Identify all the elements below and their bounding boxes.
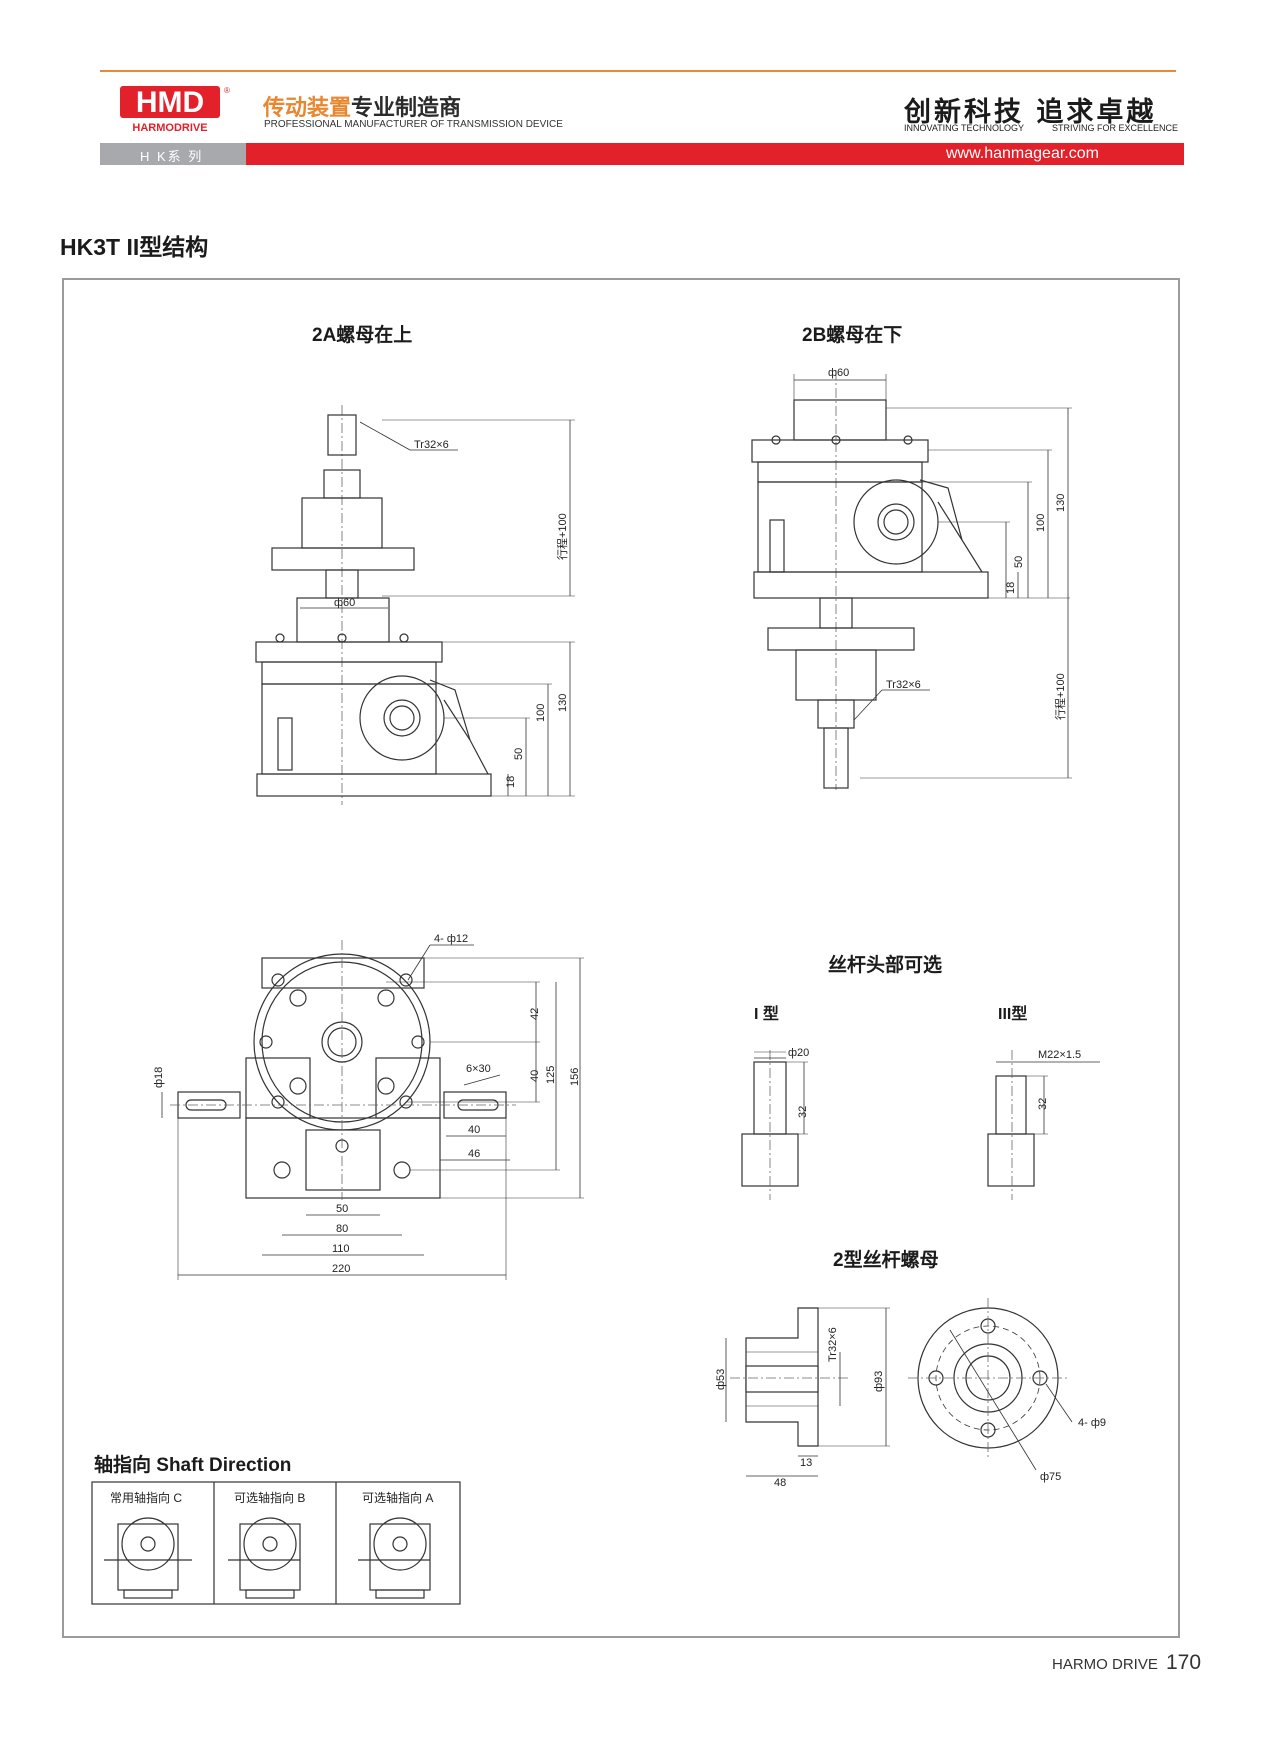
shaft-cell-a-label: 可选轴指向 A <box>362 1490 433 1505</box>
dim-plan-156: 156 <box>569 1068 581 1086</box>
shaft-cell-c-label: 常用轴指向 C <box>110 1490 182 1505</box>
tagline-cn: 传动装置专业制造商 <box>263 90 461 122</box>
type-1-title: I 型 <box>754 1006 779 1023</box>
dim-2a-18: 18 <box>505 776 517 788</box>
nut-side-drawing <box>725 1307 890 1477</box>
dim-2b-50: 50 <box>1013 556 1025 568</box>
dim-plan-125: 125 <box>545 1066 557 1084</box>
shaft-a-icon <box>358 1517 431 1599</box>
website-bar <box>246 143 1184 165</box>
dim-t3-thread: M22×1.5 <box>1038 1049 1081 1061</box>
section-title: HK3T II型结构 <box>60 234 209 260</box>
screw-head-title: 丝杆头部可选 <box>828 955 943 976</box>
dim-plan-220: 220 <box>332 1263 350 1275</box>
shaft-b-icon <box>228 1517 301 1599</box>
view-2b-drawing <box>751 370 1072 790</box>
slogan-cn: 创新科技 追求卓越 <box>904 97 1157 128</box>
dim-2b-dia: ф60 <box>828 367 849 379</box>
harmodrive-logo: HMD ® HARMODRIVE <box>120 86 230 134</box>
dim-plan-40v: 40 <box>529 1070 541 1082</box>
dim-2a-50: 50 <box>513 748 525 760</box>
dim-t3-len: 32 <box>1037 1098 1049 1110</box>
drawing-frame <box>62 278 1180 1638</box>
footer-brand: HARMO DRIVE <box>1052 1656 1158 1673</box>
tagline-en: PROFESSIONAL MANUFACTURER OF TRANSMISSIO… <box>264 119 563 130</box>
dim-t1-len: 32 <box>797 1106 809 1118</box>
dim-2b-130: 130 <box>1055 494 1067 512</box>
dim-plan-50: 50 <box>336 1203 348 1215</box>
dim-plan-80: 80 <box>336 1223 348 1235</box>
shaft-direction-table <box>91 1481 461 1605</box>
dim-2b-stroke: 行程+100 <box>1054 673 1067 720</box>
screw-head-type3-drawing <box>987 1050 1100 1200</box>
dim-nut-holes: 4- ф9 <box>1078 1417 1106 1429</box>
nut-front-drawing <box>908 1298 1073 1471</box>
series-label: H K系 列 <box>140 149 204 164</box>
dim-2b-100: 100 <box>1035 514 1047 532</box>
dim-2b-thread: Tr32×6 <box>886 679 921 691</box>
header-rule <box>100 70 1176 72</box>
dim-plan-46: 46 <box>468 1148 480 1160</box>
screw-head-type1-drawing <box>741 1050 808 1200</box>
dim-nut-d93: ф93 <box>873 1371 885 1392</box>
dim-nut-pcd: ф75 <box>1040 1471 1061 1483</box>
dim-2a-stroke: 行程+100 <box>556 513 569 560</box>
page-number: 170 <box>1166 1651 1202 1674</box>
svg-text:HMD: HMD <box>136 86 204 119</box>
dim-plan-110: 110 <box>332 1243 350 1255</box>
tagline-cn-orange: 传动装置 <box>263 95 352 120</box>
slogan-en-left: INNOVATING TECHNOLOGY <box>904 123 1025 133</box>
dim-t1-dia: ф20 <box>788 1047 809 1059</box>
tagline-cn-dark: 专业制造商 <box>351 95 462 120</box>
dim-2a-dia: ф60 <box>334 597 355 609</box>
dim-nut-d53: ф53 <box>715 1369 727 1390</box>
dim-plan-shaft-dia: ф18 <box>153 1067 165 1088</box>
svg-text:®: ® <box>224 86 230 95</box>
dim-2a-thread: Tr32×6 <box>414 439 449 451</box>
dim-plan-40h: 40 <box>468 1124 480 1136</box>
plan-view-drawing <box>161 940 584 1280</box>
dim-2a-130: 130 <box>557 694 569 712</box>
shaft-c-icon <box>104 1517 192 1599</box>
shaft-cell-b-label: 可选轴指向 B <box>234 1490 305 1505</box>
dim-nut-48: 48 <box>774 1477 786 1489</box>
slogan-en-right: STRIVING FOR EXCELLENCE <box>1052 123 1179 133</box>
shaft-direction-title: 轴指向 Shaft Direction <box>94 1455 292 1476</box>
dim-plan-42: 42 <box>529 1008 541 1020</box>
dim-2a-100: 100 <box>535 704 547 722</box>
dim-2b-18: 18 <box>1005 582 1017 594</box>
dim-nut-13: 13 <box>800 1457 812 1469</box>
nut-type2-title: 2型丝杆螺母 <box>833 1250 939 1271</box>
svg-text:HARMODRIVE: HARMODRIVE <box>132 122 207 134</box>
type-3-title: III型 <box>998 1006 1028 1023</box>
dim-plan-holes: 4- ф12 <box>434 933 468 945</box>
view-2a-drawing <box>255 405 575 805</box>
dim-plan-key: 6×30 <box>466 1063 491 1075</box>
dim-nut-thread: Tr32×6 <box>827 1327 839 1362</box>
view-2b-title: 2B螺母在下 <box>802 325 903 346</box>
view-2a-title: 2A螺母在上 <box>312 325 413 346</box>
website-link[interactable]: www.hanmagear.com <box>946 145 1099 162</box>
series-bar <box>100 143 246 165</box>
